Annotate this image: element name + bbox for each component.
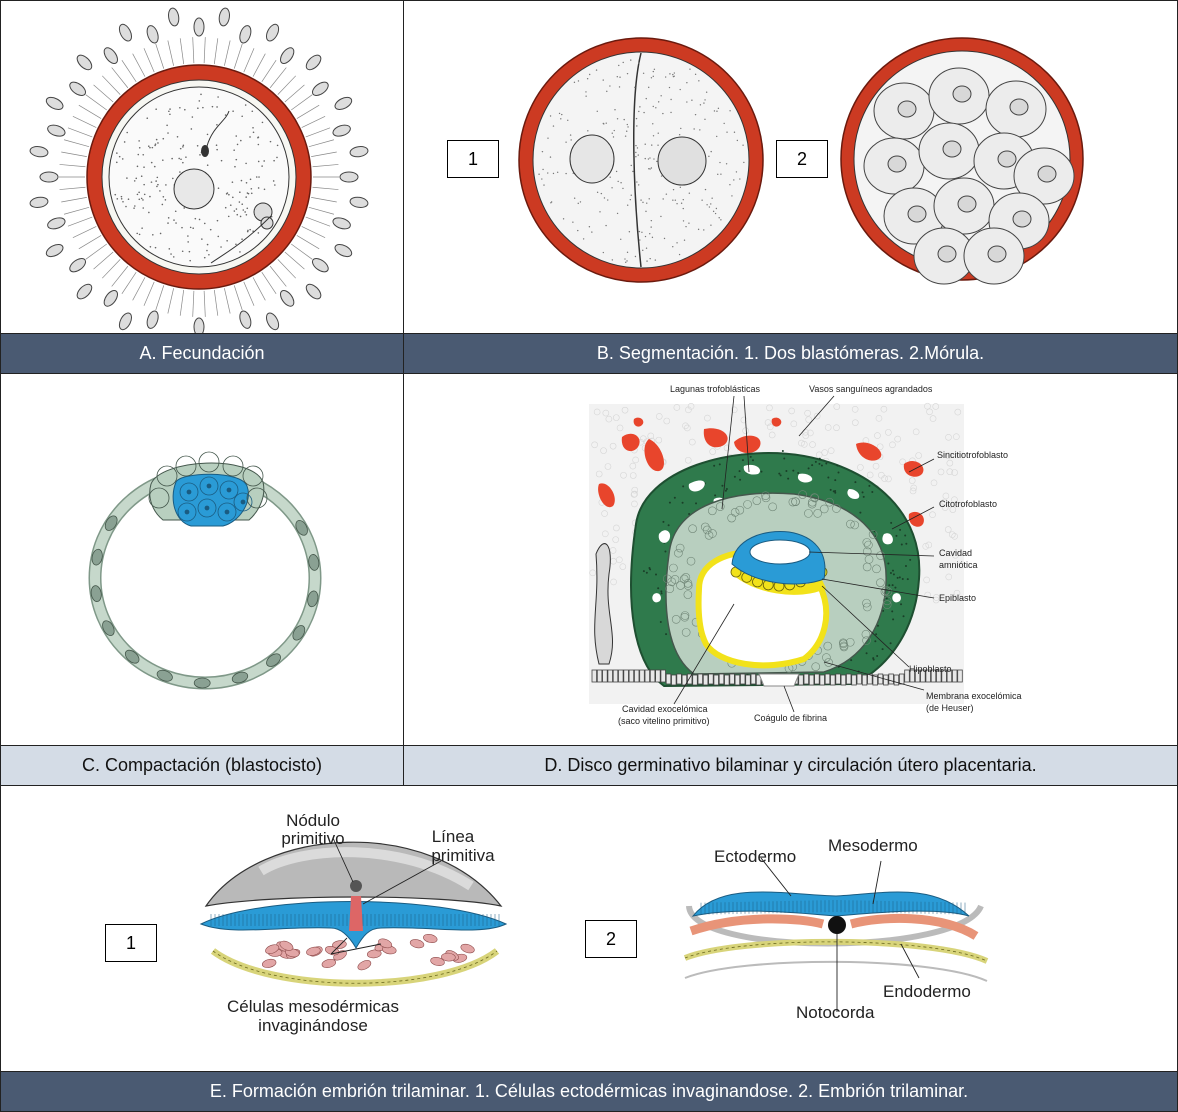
notochord xyxy=(828,916,846,934)
primitive-streak xyxy=(349,896,363,931)
sperm-head xyxy=(332,216,352,231)
sperm-head xyxy=(145,24,160,44)
label-nodulo-2: primitivo xyxy=(281,829,344,848)
sperm-head xyxy=(75,282,95,302)
caption-a: A. Fecundación xyxy=(0,333,404,374)
label-box-1: 1 xyxy=(447,140,499,178)
sperm-head xyxy=(145,310,160,330)
sperm-head xyxy=(264,311,281,332)
label-ectodermo: Ectodermo xyxy=(714,847,796,866)
trilaminar-embryo-diagram: Ectodermo Mesodermo Endodermo Notocorda xyxy=(685,836,987,1022)
sperm-head xyxy=(278,288,297,308)
endoderm-layer xyxy=(685,942,987,961)
sperm-head xyxy=(29,196,48,209)
label-cavidad-2: amniótica xyxy=(939,560,978,570)
label-epiblasto: Epiblasto xyxy=(939,593,976,603)
ectoderm-layer xyxy=(693,892,969,916)
pronucleus xyxy=(174,169,214,209)
blastomere-nucleus xyxy=(658,137,706,185)
sperm-head xyxy=(333,242,354,259)
sperm-head xyxy=(40,172,58,182)
sperm-head xyxy=(67,79,87,98)
sperm-head xyxy=(304,53,324,73)
label-membrana-2: (de Heuser) xyxy=(926,703,974,713)
two-cell-embryo xyxy=(519,38,763,282)
caption-e: E. Formación embrión trilaminar. 1. Célu… xyxy=(0,1071,1178,1112)
sperm-head xyxy=(194,318,204,334)
fertilization-illustration xyxy=(1,1,404,334)
panel-b-segmentacion: 1 2 xyxy=(403,0,1178,334)
label-nodulo-1: Nódulo xyxy=(286,811,340,830)
sperm-head xyxy=(264,22,281,43)
bilaminar-disc-illustration: Lagunas trofoblásticas Vasos sanguíneos … xyxy=(404,374,1178,746)
sperm-head xyxy=(101,45,120,65)
label-exocelomica-1: Cavidad exocelómica xyxy=(622,704,708,714)
label-celulas-2: invaginándose xyxy=(258,1016,368,1035)
sperm-head xyxy=(310,79,330,98)
sperm-head xyxy=(167,7,180,26)
sperm-head xyxy=(46,123,66,138)
caption-c: C. Compactación (blastocisto) xyxy=(0,745,404,786)
label-vasos: Vasos sanguíneos agrandados xyxy=(809,384,933,394)
label-box-1: 1 xyxy=(105,924,157,962)
entering-sperm xyxy=(201,145,209,157)
label-notocorda: Notocorda xyxy=(796,1003,875,1022)
label-cavidad-1: Cavidad xyxy=(939,548,972,558)
sperm-head xyxy=(310,256,330,275)
label-mesodermo: Mesodermo xyxy=(828,836,918,855)
sperm-head xyxy=(117,22,134,43)
sperm-head xyxy=(67,256,87,275)
label-endodermo: Endodermo xyxy=(883,982,971,1001)
panel-c-compactacion xyxy=(0,373,404,746)
sperm-head xyxy=(332,123,352,138)
caption-b: B. Segmentación. 1. Dos blastómeras. 2.M… xyxy=(403,333,1178,374)
fibrin-coagulum xyxy=(759,674,799,686)
caption-d: D. Disco germinativo bilaminar y circula… xyxy=(403,745,1178,786)
label-citotrofoblasto: Citotrofoblasto xyxy=(939,499,997,509)
panel-d-disco-bilaminar: Lagunas trofoblásticas Vasos sanguíneos … xyxy=(403,373,1178,746)
panel-e-trilaminar: Nódulo primitivo Línea primitiva Células… xyxy=(0,785,1178,1072)
label-exocelomica-2: (saco vitelino primitivo) xyxy=(618,716,710,726)
label-membrana-1: Membrana exocelómica xyxy=(926,691,1022,701)
sperm-head xyxy=(304,282,324,302)
label-lagunas: Lagunas trofoblásticas xyxy=(670,384,761,394)
sperm-head xyxy=(218,7,231,26)
label-box-2: 2 xyxy=(585,920,637,958)
sperm-head xyxy=(75,53,95,73)
amniotic-cavity xyxy=(750,540,810,564)
label-box-2: 2 xyxy=(776,140,828,178)
label-linea-2: primitiva xyxy=(431,846,495,865)
morula xyxy=(841,38,1083,284)
label-coagulo: Coágulo de fibrina xyxy=(754,713,827,723)
label-hipoblasto: Hipoblasto xyxy=(909,664,952,674)
sperm-head xyxy=(333,95,354,112)
sperm-head xyxy=(29,145,48,158)
sperm-head xyxy=(278,45,297,65)
sperm-head xyxy=(349,145,368,158)
sperm-head xyxy=(44,95,65,112)
blastocyst-illustration xyxy=(1,374,404,746)
sperm-head xyxy=(101,288,120,308)
sperm-head xyxy=(238,24,253,44)
sperm-head xyxy=(44,242,65,259)
sperm-head xyxy=(349,196,368,209)
sperm-head xyxy=(194,18,204,36)
sperm-head xyxy=(238,310,253,330)
label-sincitiotrofoblasto: Sincitiotrofoblasto xyxy=(937,450,1008,460)
sperm-head xyxy=(117,311,134,332)
label-linea-1: Línea xyxy=(432,827,475,846)
blastomere-nucleus xyxy=(570,135,614,183)
label-celulas-1: Células mesodérmicas xyxy=(227,997,399,1016)
primitive-streak-diagram: Nódulo primitivo Línea primitiva Células… xyxy=(201,811,506,1035)
panel-a-fecundacion xyxy=(0,0,404,334)
sperm-head xyxy=(46,216,66,231)
primitive-node xyxy=(350,880,362,892)
sperm-head xyxy=(340,172,358,182)
